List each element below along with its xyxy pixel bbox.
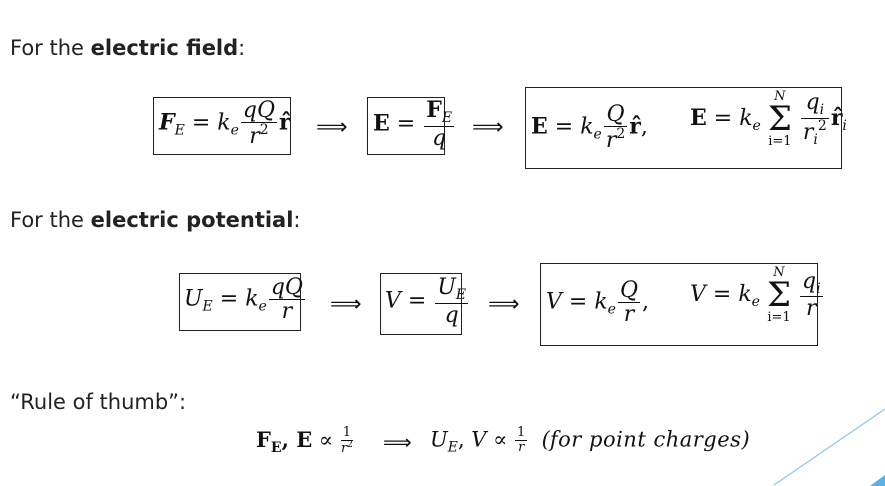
potential-energy-box xyxy=(179,273,301,331)
electric-field-heading: For the electric field: xyxy=(10,36,246,60)
electric-potential-heading: For the electric potential: xyxy=(10,208,301,232)
implies-arrow-5: ⟹ xyxy=(383,430,412,454)
implies-arrow-4: ⟹ xyxy=(488,292,520,317)
decorative-corner-lines xyxy=(773,408,885,486)
implies-arrow-1: ⟹ xyxy=(316,115,348,140)
rule-of-thumb-heading: “Rule of thumb”: xyxy=(10,390,187,414)
implies-arrow-2: ⟹ xyxy=(472,115,504,140)
coulomb-force-box xyxy=(153,97,291,155)
implies-arrow-3: ⟹ xyxy=(330,292,362,317)
potential-result-box xyxy=(540,263,818,346)
potential-definition-box xyxy=(380,273,462,335)
field-result-box xyxy=(525,87,842,169)
